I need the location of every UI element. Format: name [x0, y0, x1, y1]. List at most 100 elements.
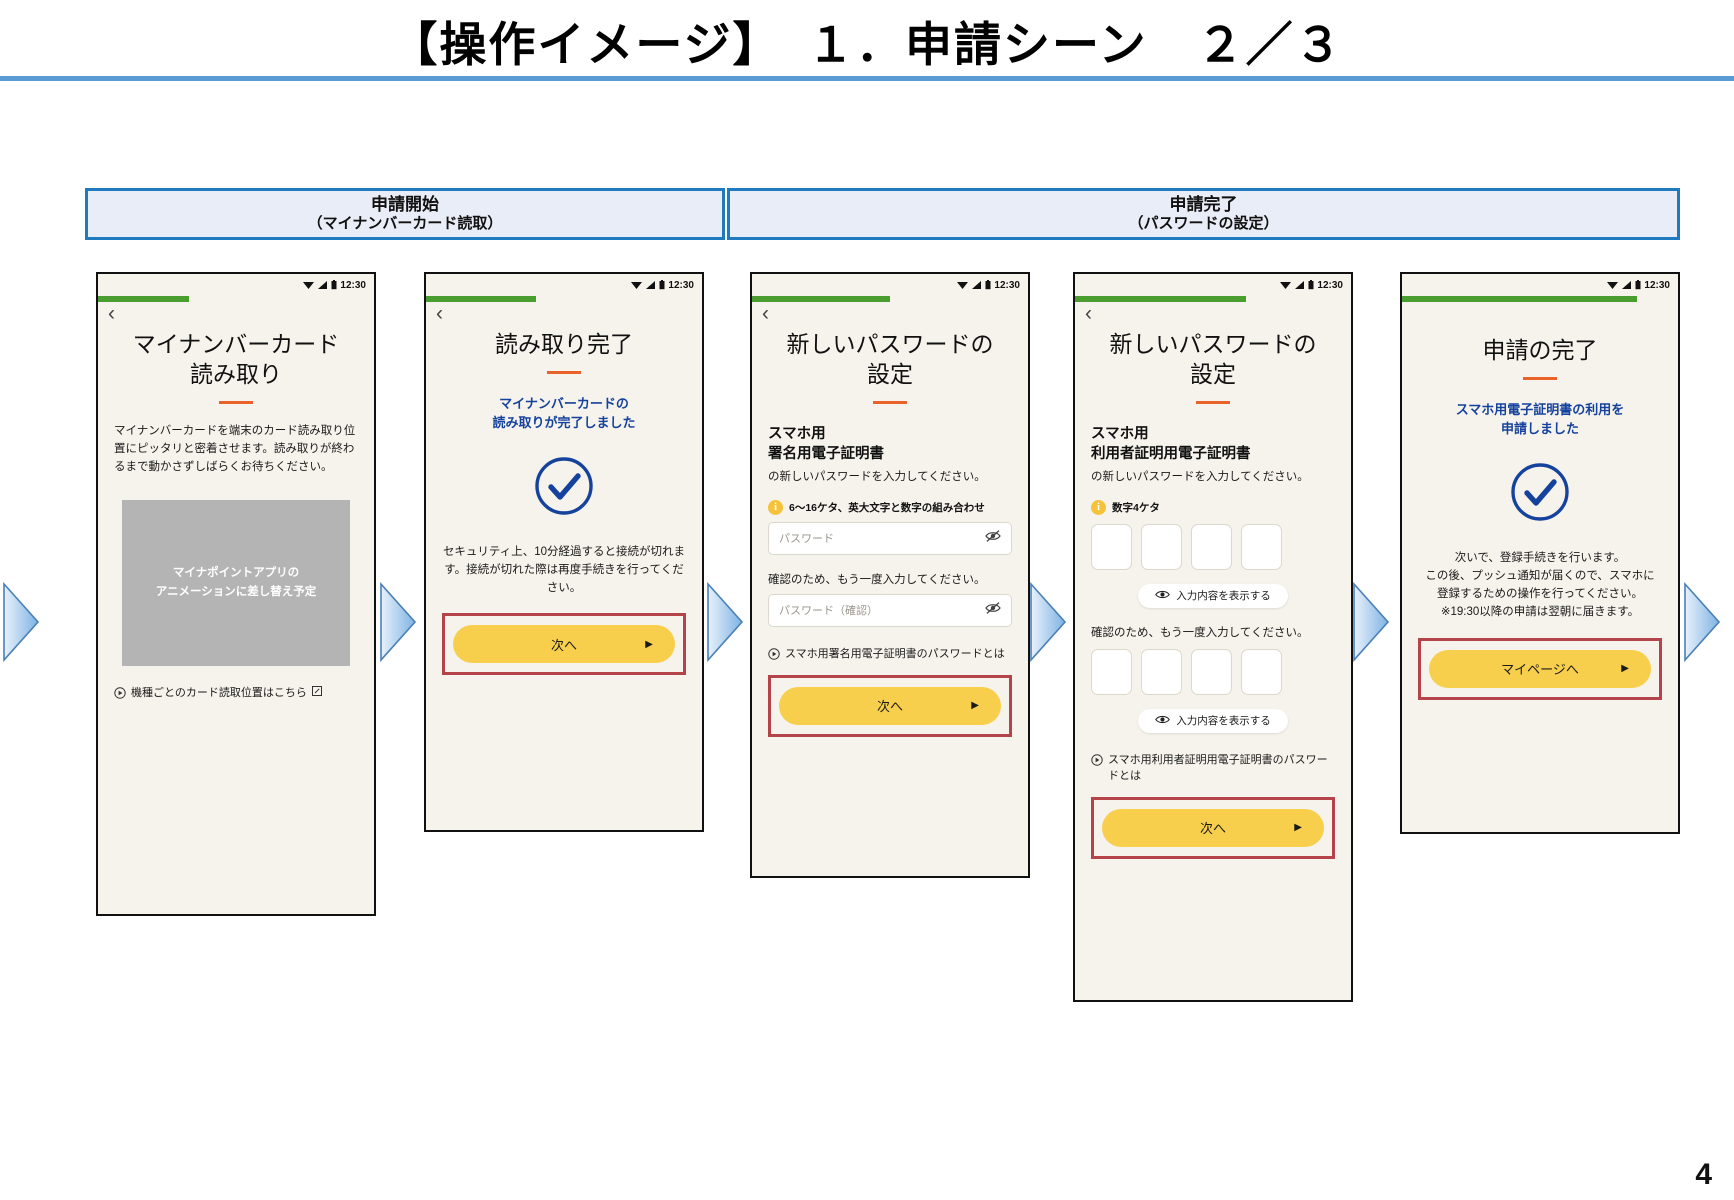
section-banner-application-complete: 申請完了 （パスワードの設定） — [727, 188, 1680, 240]
screen-title: 申請の完了 — [1482, 337, 1598, 363]
certificate-type-line1: スマホ用 — [768, 425, 826, 442]
arrow-right-icon — [1352, 580, 1390, 664]
phone-screen-user-auth-password: 12:30 ‹ 新しいパスワードの 設定 スマホ用 利用者証明用電子証明書 の新… — [1073, 272, 1353, 1002]
status-message: マイナンバーカードの 読み取りが完了しました — [492, 395, 636, 431]
banner-subtitle: （マイナンバーカード読取） — [307, 215, 503, 233]
phone-screen-reading-complete: 12:30 ‹ 読み取り完了 マイナンバーカードの 読み取りが完了しました セキ… — [424, 272, 704, 832]
eye-off-icon[interactable] — [985, 529, 1001, 548]
status-message: スマホ用電子証明書の利用を 申請しました — [1455, 401, 1625, 437]
screen-title: 新しいパスワードの 設定 — [1109, 331, 1317, 387]
show-password-toggle[interactable]: 入力内容を表示する — [1138, 583, 1288, 608]
cta-highlight-box: 次へ ▶ — [1091, 796, 1335, 859]
link-label: スマホ用署名用電子証明書のパスワードとは — [785, 647, 1005, 660]
password-rule-hint: i 6〜16ケタ、英大文字と数字の組み合わせ — [768, 499, 1012, 515]
password-rule-hint: i 数字4ケタ — [1091, 499, 1335, 515]
caret-right-icon: ▶ — [1621, 663, 1629, 675]
back-button[interactable]: ‹ — [1085, 302, 1092, 325]
screen-content: 新しいパスワードの 設定 スマホ用 利用者証明用電子証明書 の新しいパスワードを… — [1075, 330, 1351, 859]
progress-bar — [426, 296, 702, 302]
status-clock: 12:30 — [340, 279, 366, 291]
page-number: 4 — [1695, 1158, 1712, 1191]
arrow-right-icon — [1029, 580, 1067, 664]
security-note: セキュリティ上、10分経過すると接続が切れます。接続が切れた際は再度手続きを行っ… — [442, 545, 686, 595]
signal-icon — [1622, 281, 1632, 289]
wifi-icon — [1607, 282, 1619, 289]
pin-digit-box[interactable] — [1191, 648, 1232, 695]
arrow-right-icon — [706, 580, 744, 664]
status-clock: 12:30 — [1317, 279, 1343, 291]
banner-title: 申請開始 — [371, 195, 439, 215]
screen-title: マイナンバーカード 読み取り — [132, 331, 340, 387]
signal-icon — [972, 281, 982, 289]
password-confirm-placeholder: パスワード（確認） — [779, 605, 878, 618]
screen-title: 読み取り完了 — [495, 331, 633, 357]
back-button[interactable]: ‹ — [436, 302, 443, 325]
title-accent-rule — [547, 370, 581, 374]
progress-fill — [1075, 296, 1247, 302]
next-button-label: 次へ — [550, 637, 577, 653]
show-password-confirm-toggle[interactable]: 入力内容を表示する — [1138, 708, 1288, 733]
play-circle-icon — [114, 687, 126, 702]
next-button[interactable]: 次へ ▶ — [453, 625, 675, 664]
title-accent-rule — [1196, 400, 1230, 404]
pin-digit-box[interactable] — [1141, 523, 1182, 570]
certificate-type-line2: 署名用電子証明書 — [768, 446, 884, 463]
next-button[interactable]: 次へ ▶ — [1102, 808, 1324, 847]
link-label: 機種ごとのカード読取位置はこちら — [131, 687, 307, 700]
link-label: スマホ用利用者証明用電子証明書のパスワードとは — [1108, 753, 1328, 782]
animation-placeholder: マイナポイントアプリの アニメーションに差し替え予定 — [122, 500, 350, 667]
title-divider — [0, 76, 1734, 81]
pin-confirm-input-group[interactable] — [1091, 648, 1335, 695]
pin-digit-box[interactable] — [1091, 523, 1132, 570]
info-icon: i — [1091, 499, 1106, 515]
pin-input-group[interactable] — [1091, 523, 1335, 570]
mypage-button[interactable]: マイページへ ▶ — [1429, 649, 1651, 688]
progress-fill — [98, 296, 190, 302]
confirm-password-label: 確認のため、もう一度入力してください。 — [768, 573, 986, 586]
screen-content: 新しいパスワードの 設定 スマホ用 署名用電子証明書 の新しいパスワードを入力し… — [752, 330, 1028, 737]
battery-icon — [659, 280, 665, 290]
password-input[interactable]: パスワード — [768, 521, 1012, 555]
page-title: 【操作イメージ】 １．申請シーン ２／３ — [390, 18, 1344, 73]
eye-off-icon[interactable] — [985, 601, 1001, 620]
signal-icon — [1295, 281, 1305, 289]
pin-digit-box[interactable] — [1141, 648, 1182, 695]
password-confirm-input[interactable]: パスワード（確認） — [768, 593, 1012, 627]
title-accent-rule — [1523, 376, 1557, 380]
screen-content: マイナンバーカード 読み取り マイナンバーカードを端末のカード読み取り位置にピッ… — [98, 330, 374, 702]
progress-bar — [1075, 296, 1351, 302]
phone-screen-application-complete: 12:30 申請の完了 スマホ用電子証明書の利用を 申請しました 次いで、登録手… — [1400, 272, 1680, 834]
banner-subtitle: （パスワードの設定） — [1128, 215, 1279, 233]
caret-right-icon: ▶ — [1294, 822, 1302, 834]
screen-title: 新しいパスワードの 設定 — [786, 331, 994, 387]
status-bar: 12:30 — [1075, 274, 1351, 296]
certificate-instruction: の新しいパスワードを入力してください。 — [1091, 470, 1309, 483]
certificate-type-line2: 利用者証明用電子証明書 — [1091, 446, 1251, 463]
back-button[interactable]: ‹ — [762, 302, 769, 325]
battery-icon — [985, 280, 991, 290]
password-help-link[interactable]: スマホ用署名用電子証明書のパスワードとは — [768, 647, 1012, 663]
eye-icon — [1155, 714, 1171, 728]
wifi-icon — [1280, 282, 1292, 289]
signal-icon — [318, 281, 328, 289]
back-button[interactable]: ‹ — [108, 302, 115, 325]
password-help-link[interactable]: スマホ用利用者証明用電子証明書のパスワードとは — [1091, 753, 1335, 785]
card-position-link[interactable]: 機種ごとのカード読取位置はこちら — [114, 686, 358, 702]
pin-digit-box[interactable] — [1191, 523, 1232, 570]
phone-screen-signature-password: 12:30 ‹ 新しいパスワードの 設定 スマホ用 署名用電子証明書 の新しいパ… — [750, 272, 1030, 878]
show-password-label: 入力内容を表示する — [1176, 590, 1271, 603]
progress-fill — [1402, 296, 1637, 302]
mypage-button-label: マイページへ — [1501, 662, 1579, 678]
pin-digit-box[interactable] — [1241, 523, 1282, 570]
progress-bar — [98, 296, 374, 302]
eye-icon — [1155, 589, 1171, 603]
next-button[interactable]: 次へ ▶ — [779, 686, 1001, 725]
status-clock: 12:30 — [994, 279, 1020, 291]
check-circle-icon — [1418, 461, 1662, 523]
cta-highlight-box: 次へ ▶ — [768, 674, 1012, 737]
screen-content: 読み取り完了 マイナンバーカードの 読み取りが完了しました セキュリティ上、10… — [426, 330, 702, 676]
section-banner-application-start: 申請開始 （マイナンバーカード読取） — [85, 188, 725, 240]
pin-digit-box[interactable] — [1241, 648, 1282, 695]
pin-digit-box[interactable] — [1091, 648, 1132, 695]
check-circle-icon — [442, 455, 686, 517]
